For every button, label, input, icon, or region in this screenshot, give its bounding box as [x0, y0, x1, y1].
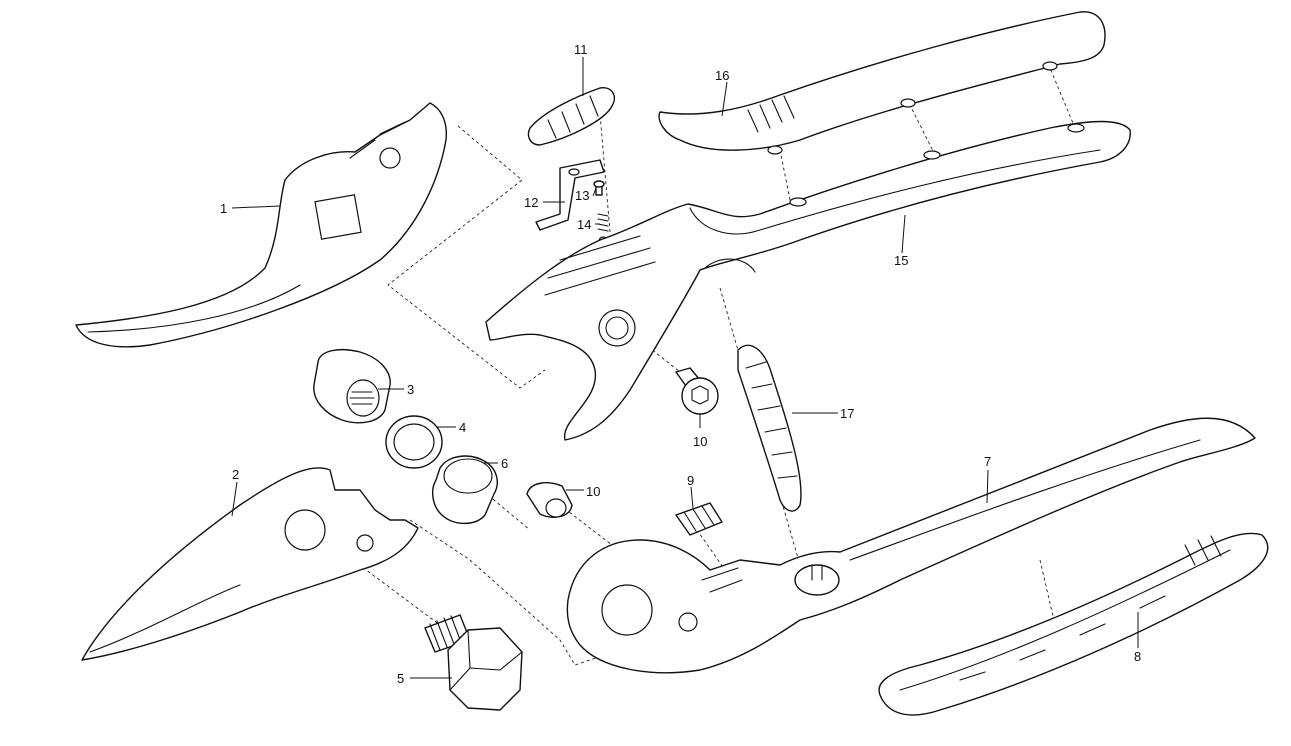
callout-14: 14 [577, 217, 591, 232]
callout-6: 6 [501, 456, 508, 471]
leader-lines [231, 57, 1139, 679]
callout-17: 17 [840, 406, 854, 421]
callout-16: 16 [715, 68, 729, 83]
callout-labels: 1 2 3 4 5 6 7 8 9 10 10 11 12 13 14 15 1… [220, 42, 1141, 686]
small-cap [675, 502, 723, 536]
spring-insert [737, 344, 802, 512]
latch [535, 159, 605, 231]
socket-screw [675, 367, 719, 415]
callout-1: 1 [220, 201, 227, 216]
lower-handle [566, 417, 1256, 674]
upper-blade [75, 102, 447, 348]
callout-8: 8 [1134, 649, 1141, 664]
upper-handle [485, 120, 1131, 441]
upper-grip [658, 11, 1106, 155]
callout-7: 7 [984, 454, 991, 469]
callout-10-upper: 10 [693, 434, 707, 449]
callout-2: 2 [232, 467, 239, 482]
bushing [431, 455, 498, 525]
callout-5: 5 [397, 671, 404, 686]
callout-4: 4 [459, 420, 466, 435]
washer [385, 415, 443, 469]
small-screw [593, 180, 605, 196]
callout-3: 3 [407, 382, 414, 397]
callout-15: 15 [894, 253, 908, 268]
callout-10-lower: 10 [586, 484, 600, 499]
lower-blade [81, 467, 419, 661]
hex-bolt [424, 614, 523, 711]
nut [313, 349, 391, 424]
pivot-pin-lower [526, 482, 573, 518]
callout-11: 11 [574, 42, 588, 57]
lower-grip [878, 532, 1269, 716]
callout-13: 13 [575, 188, 589, 203]
callout-12: 12 [524, 195, 538, 210]
grip-cap [527, 87, 616, 146]
callout-9: 9 [687, 473, 694, 488]
